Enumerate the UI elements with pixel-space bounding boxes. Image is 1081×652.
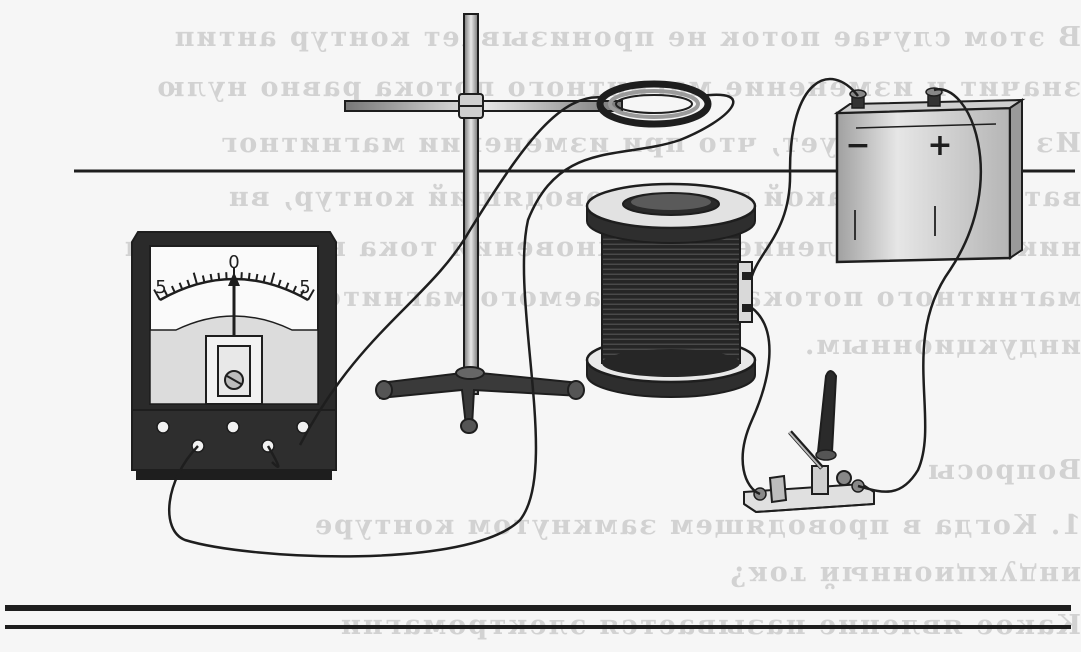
scale-tick: [153, 289, 161, 301]
scale-tick: [255, 273, 259, 282]
stand-rod: [463, 13, 479, 395]
scale-tick: [217, 272, 221, 280]
wire-galvanometer-bottom: [266, 445, 280, 469]
wire-coil-to-switch: [741, 307, 771, 496]
connecting-wires: [167, 77, 983, 558]
battery-terminal-plus: [925, 87, 943, 107]
battery-plus-label: +: [927, 128, 952, 163]
scale-tick: [192, 272, 198, 285]
ring-coil: [596, 80, 712, 128]
scale-tick: [262, 275, 267, 283]
knife-switch: [743, 370, 875, 514]
bottom-rule-1: [5, 605, 1071, 611]
scale-tick: [299, 289, 305, 297]
scale-label-right: 5: [299, 277, 310, 298]
coil-terminals: [737, 261, 753, 323]
scale-tick: [277, 279, 282, 287]
wire-battery-to-coil: [750, 77, 859, 277]
scale-tick: [284, 282, 290, 290]
scale-label-left: 5: [155, 277, 166, 298]
scale-tick: [270, 272, 276, 285]
wire-battery-to-switch: [857, 88, 983, 493]
scale-tick: [201, 275, 206, 283]
scale-tick: [307, 289, 315, 301]
switch-handle: [816, 370, 838, 453]
scale-tick: [209, 273, 213, 282]
galvanometer-ticks: [153, 267, 315, 301]
wire-ring-to-galvanometer-2: [167, 93, 735, 558]
scale-label-center: 0: [228, 252, 239, 273]
scale-tick: [247, 272, 251, 280]
spool-coil: [585, 182, 757, 398]
galvanometer: 5 0 5: [131, 231, 337, 480]
scale-tick: [163, 289, 169, 297]
battery: − +: [833, 87, 1026, 264]
wire-ring-to-galvanometer: [298, 96, 607, 446]
scale-tick: [292, 285, 298, 293]
stand-base: [379, 370, 581, 427]
battery-minus-label: −: [845, 128, 870, 163]
scale-tick: [186, 279, 191, 287]
battery-terminal-minus: [849, 89, 867, 109]
lab-stand: [344, 13, 623, 434]
bottom-rule-2: [5, 625, 1071, 629]
scale-tick: [178, 282, 184, 290]
scale-tick: [170, 285, 176, 293]
